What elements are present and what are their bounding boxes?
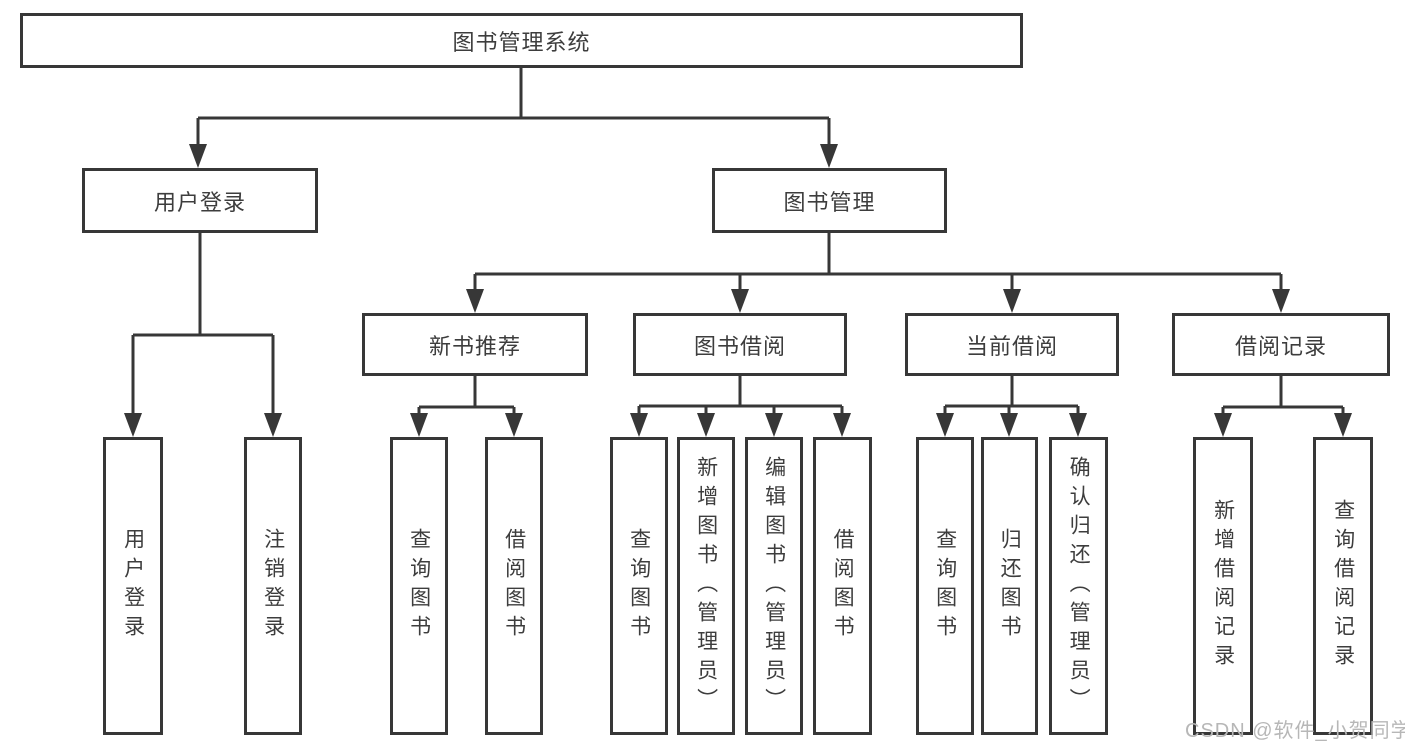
leaf-label: 查询图书 — [933, 528, 957, 644]
node-book-borrow: 图书借阅 — [633, 313, 847, 376]
leaf-label: 确认归还（管理员） — [1067, 455, 1091, 717]
node-leaf-borrow-books-2: 借阅图书 — [813, 437, 872, 735]
leaf-label: 新增借阅记录 — [1211, 499, 1235, 673]
leaf-label: 查询图书 — [627, 528, 651, 644]
leaf-label: 新增图书（管理员） — [694, 455, 718, 717]
node-leaf-confirm-return-admin: 确认归还（管理员） — [1049, 437, 1108, 735]
node-book-management: 图书管理 — [712, 168, 947, 233]
node-user-login: 用户登录 — [82, 168, 318, 233]
leaf-label: 查询图书 — [407, 528, 431, 644]
node-leaf-query-books-1: 查询图书 — [390, 437, 448, 735]
node-current-borrow: 当前借阅 — [905, 313, 1119, 376]
leaf-label: 归还图书 — [998, 528, 1022, 644]
node-borrow-records: 借阅记录 — [1172, 313, 1390, 376]
leaf-label: 编辑图书（管理员） — [762, 455, 786, 717]
arrowheads — [124, 144, 1352, 437]
leaf-label: 用户登录 — [121, 528, 145, 644]
node-root: 图书管理系统 — [20, 13, 1023, 68]
node-leaf-edit-book-admin: 编辑图书（管理员） — [745, 437, 803, 735]
node-leaf-add-book-admin: 新增图书（管理员） — [677, 437, 735, 735]
node-leaf-return-book: 归还图书 — [981, 437, 1038, 735]
leaf-label: 借阅图书 — [502, 528, 526, 644]
node-leaf-logout: 注销登录 — [244, 437, 302, 735]
csdn-watermark: CSDN @软件_小贺同学 — [1185, 720, 1405, 742]
leaf-label: 注销登录 — [261, 528, 285, 644]
node-leaf-user-login: 用户登录 — [103, 437, 163, 735]
node-leaf-query-borrow-record: 查询借阅记录 — [1313, 437, 1373, 735]
node-leaf-add-borrow-record: 新增借阅记录 — [1193, 437, 1253, 735]
node-leaf-borrow-books-1: 借阅图书 — [485, 437, 543, 735]
leaf-label: 借阅图书 — [831, 528, 855, 644]
leaf-label: 查询借阅记录 — [1331, 499, 1355, 673]
node-leaf-query-books-3: 查询图书 — [916, 437, 974, 735]
node-leaf-query-books-2: 查询图书 — [610, 437, 668, 735]
node-new-book-recommend: 新书推荐 — [362, 313, 588, 376]
